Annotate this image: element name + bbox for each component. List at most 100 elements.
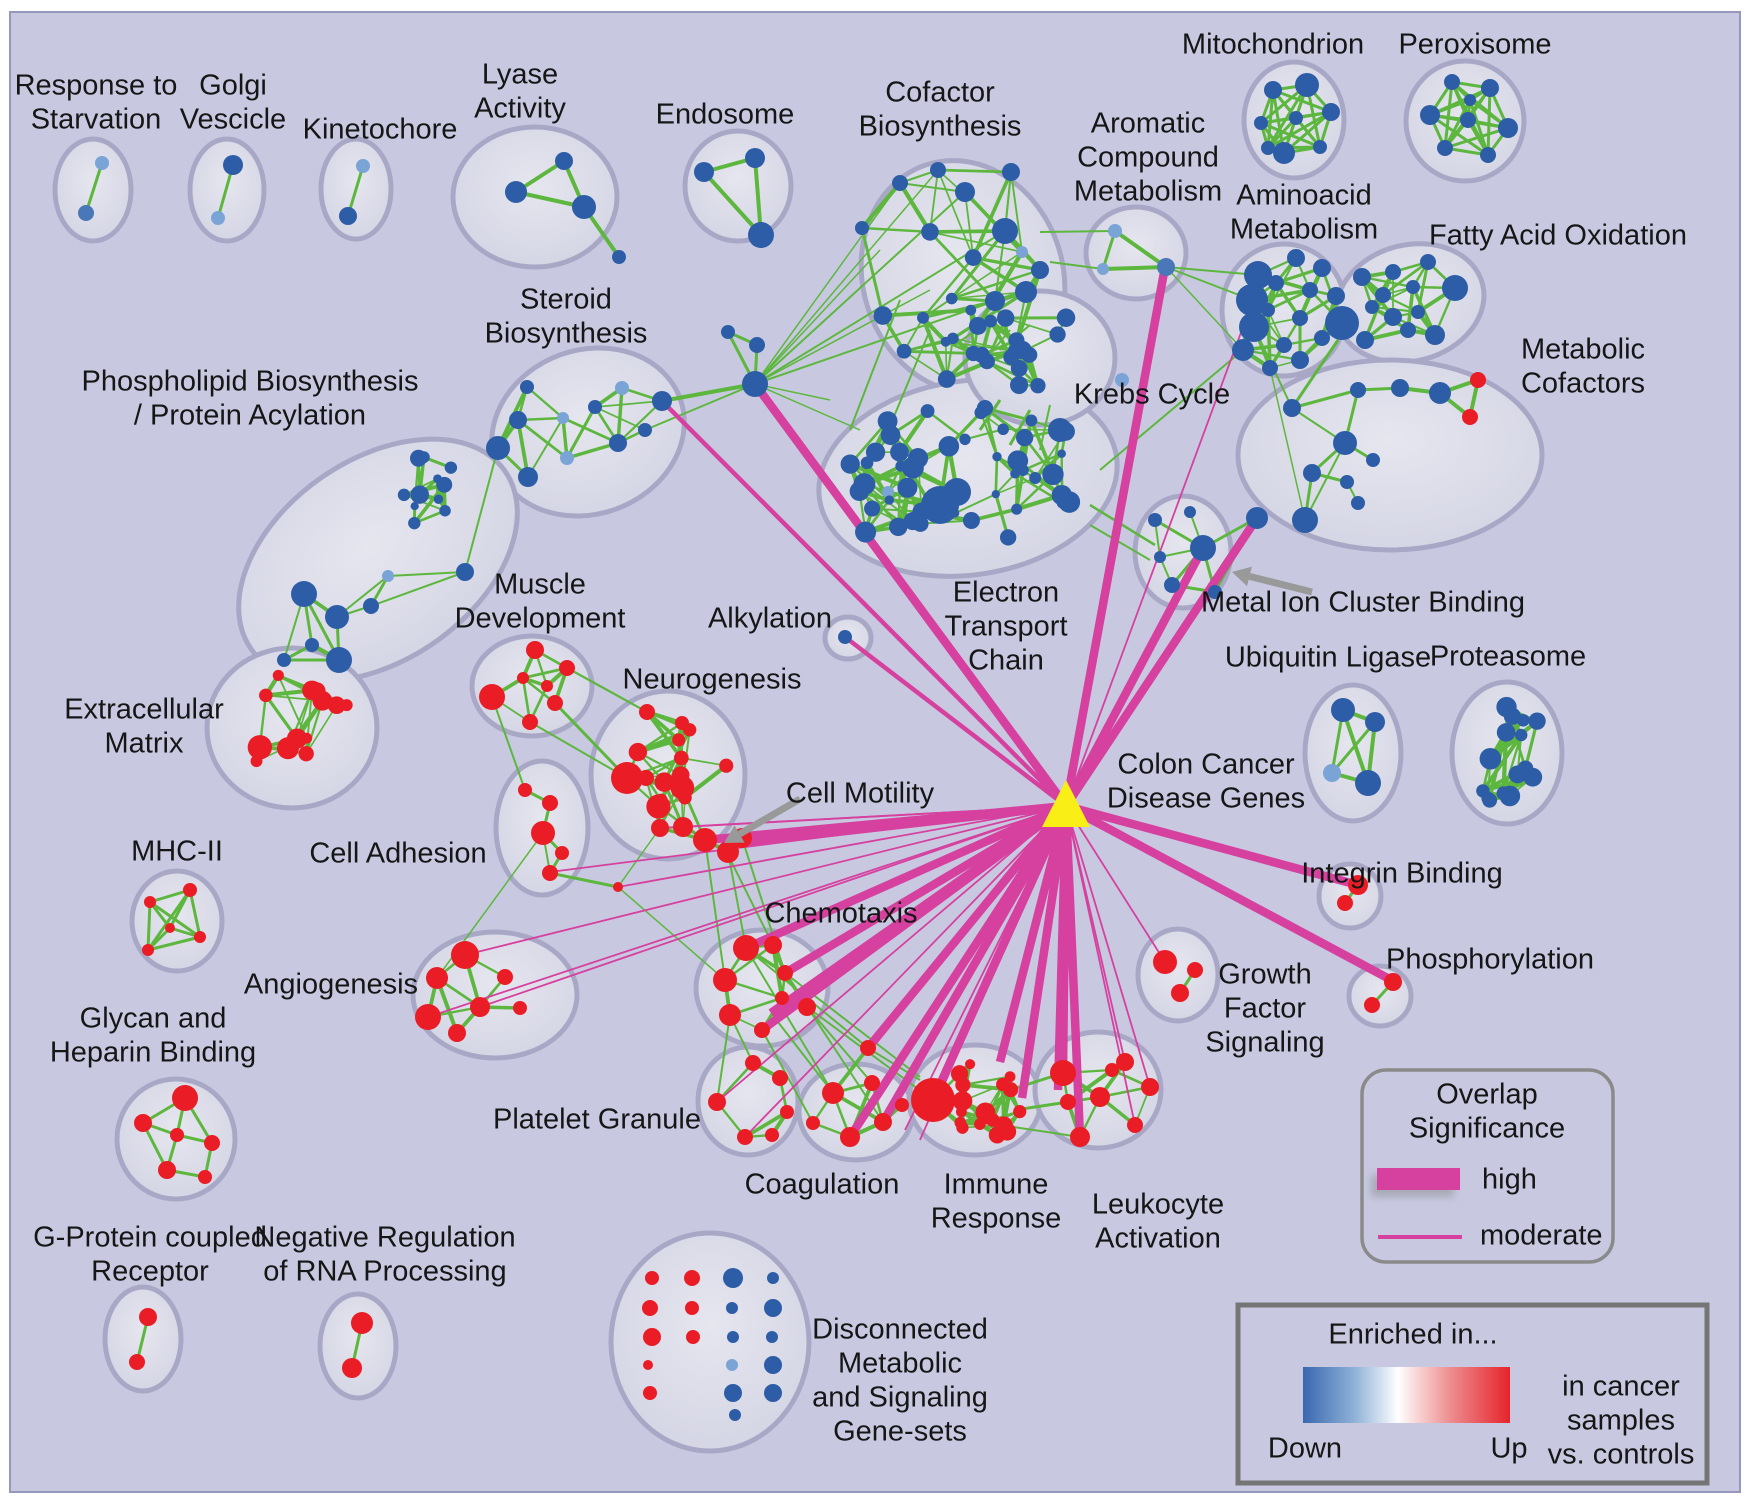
alkylation-label-0: Alkylation: [708, 603, 832, 635]
disconnected-label-0: Disconnected: [812, 1314, 988, 1346]
krebs-cycle-node: [979, 353, 995, 370]
fatty-acid-oxidation-label-0: Fatty Acid Oxidation: [1429, 220, 1687, 252]
metal-ion-cluster-node: [1190, 535, 1216, 561]
cofactor-biosynthesis-edge: [963, 190, 1024, 254]
electron-transport-chain-node: [1017, 464, 1029, 476]
overlap-edge-high: [1062, 515, 1261, 809]
cofactor-biosynthesis-node: [930, 162, 946, 178]
steroid-biosynthesis-node: [609, 434, 627, 452]
extracellular-matrix-ellipse: [204, 645, 380, 811]
overlap-legend-title-1: Significance: [1409, 1113, 1565, 1145]
golgi-vescicle-label-1: Vescicle: [180, 104, 286, 136]
phospholipid-node: [436, 476, 453, 493]
immune-response-node: [911, 1078, 955, 1122]
colon-cancer-hub-triangle: [1042, 780, 1090, 827]
leukocyte-activation-node: [1050, 1060, 1076, 1086]
inter-cluster-edge: [754, 300, 996, 385]
inter-cluster-edge: [644, 383, 756, 431]
electron-transport-chain-node: [974, 406, 988, 420]
inter-cluster-edge: [534, 649, 648, 713]
aromatic-compound-label-1: Compound: [1077, 142, 1219, 174]
cofactor-biosynthesis-node: [1002, 163, 1020, 181]
fatty-acid-oxidation-edge: [1371, 286, 1414, 308]
fatty-acid-oxidation-node: [1400, 322, 1416, 338]
neurogenesis-node: [673, 817, 693, 837]
inter-cluster-edge: [754, 249, 881, 385]
metal-ion-cluster-node: [1208, 585, 1222, 599]
peroxisome-node: [1481, 79, 1499, 97]
electron-transport-chain-edge: [926, 410, 966, 441]
krebs-cycle-node: [996, 309, 1015, 327]
steroid-biosynthesis-label-0: Steroid: [520, 284, 612, 316]
peroxisome-node: [1437, 140, 1453, 156]
colon-cancer-label-1: Disease Genes: [1107, 783, 1305, 815]
chemotaxis-node: [798, 998, 816, 1016]
electron-transport-chain-edge: [995, 477, 1036, 495]
neurogenesis-node: [682, 723, 697, 737]
phospholipid-node: [417, 451, 430, 464]
electron-transport-chain-node: [849, 481, 870, 502]
kinetochore-label-0: Kinetochore: [303, 114, 458, 146]
phospholipid-edge: [387, 571, 466, 577]
muscle-development-label-1: Development: [455, 603, 626, 635]
metabolic-cofactors-node: [1429, 382, 1451, 404]
peroxisome-edge: [1443, 99, 1472, 149]
electron-transport-chain-node: [1056, 422, 1075, 441]
aminoacid-metabolism-label-0: Aminoacid: [1236, 180, 1371, 212]
krebs-cycle-node: [1008, 332, 1025, 349]
disconnected-node: [764, 1356, 782, 1374]
electron-transport-chain-node: [943, 478, 971, 506]
angiogenesis-node: [497, 969, 513, 985]
krebs-cycle-node: [1009, 376, 1029, 395]
overlap-edge-moderate: [427, 805, 1067, 1018]
gpcr-node: [129, 1354, 145, 1370]
mitochondrion-node: [1264, 81, 1282, 99]
inter-cluster-edge: [1165, 266, 1259, 276]
electron-transport-chain-edge: [994, 456, 999, 495]
phospholipid-node: [363, 598, 379, 614]
inter-cluster-edge: [849, 299, 901, 431]
kinetochore-node: [356, 159, 370, 173]
muscle-development-label-0: Muscle: [494, 569, 586, 601]
overlap-legend-box: [1360, 1068, 1615, 1264]
metabolic-cofactors-edge: [1291, 388, 1359, 410]
inter-cluster-edge: [464, 447, 499, 573]
electron-transport-chain-node: [882, 486, 894, 498]
phospholipid-node: [408, 516, 421, 530]
overlap-edge-moderate: [1065, 805, 1136, 1126]
electron-transport-chain-edge: [849, 462, 909, 490]
aromatic-compound-node: [1157, 258, 1175, 276]
overlap-edge-high: [864, 803, 1070, 1051]
lyase-activity-node: [572, 195, 596, 219]
enriched-gradient-bar: [1303, 1367, 1510, 1423]
mitochondrion-node: [1295, 73, 1319, 97]
proteasome-node: [1482, 792, 1498, 808]
gpcr-node: [139, 1308, 157, 1326]
phospholipid-node: [433, 494, 444, 504]
ubiquitin-ligase-node: [1331, 698, 1355, 722]
overlap-edge-high: [995, 804, 1071, 1064]
steroid-biosynthesis-node: [557, 412, 569, 424]
inter-cluster-edge: [1039, 230, 1116, 233]
muscle-development-node: [541, 680, 553, 692]
aminoacid-metabolism-node: [1302, 282, 1318, 298]
inter-cluster-edge: [1008, 409, 1032, 446]
cofactor-biosynthesis-node: [921, 223, 939, 241]
overlap-edge-moderate: [716, 805, 1067, 1103]
steroid-biosynthesis-edge: [517, 418, 568, 460]
cofactor-biosynthesis-node: [896, 343, 912, 359]
extracellular-matrix-node: [250, 755, 263, 768]
cofactor-biosynthesis-edge: [860, 227, 885, 316]
fatty-acid-oxidation-node: [1420, 254, 1436, 270]
proteasome-node: [1503, 707, 1522, 725]
mhc-ii-node: [165, 923, 175, 933]
overlap-edge-medium: [843, 635, 1068, 808]
lyase-activity-node: [612, 250, 626, 264]
krebs-cycle-node: [1049, 326, 1066, 343]
mitochondrion-edge: [1267, 110, 1332, 150]
electron-transport-chain-node: [959, 433, 971, 446]
cofactor-biosynthesis-node: [855, 221, 869, 235]
aminoacid-metabolism-node: [1327, 287, 1345, 305]
proteasome-node: [1528, 712, 1546, 730]
leukocyte-activation-node: [1060, 1094, 1076, 1110]
